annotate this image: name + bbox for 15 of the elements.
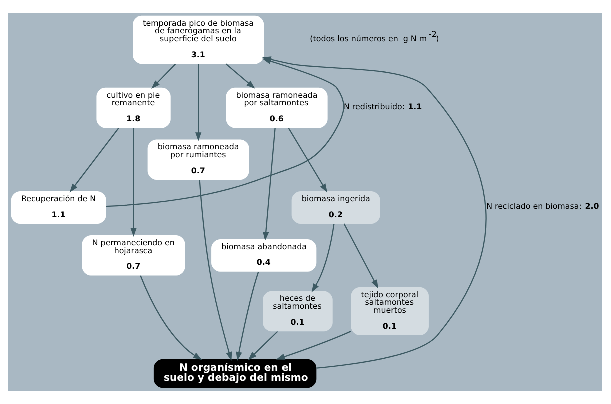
arrow [276, 331, 352, 360]
node-box: N organísmico en el suelo y debajo del mismo [154, 359, 317, 388]
arrow [344, 224, 379, 289]
arrow [236, 272, 260, 361]
arrow [263, 128, 276, 242]
arrow [312, 224, 335, 293]
arrow [196, 64, 202, 142]
arrow [248, 331, 278, 360]
arrow [152, 64, 176, 90]
arrow [288, 128, 328, 193]
arrow [226, 64, 256, 89]
arrow [70, 128, 120, 193]
arrow [199, 180, 232, 361]
arrow [130, 128, 137, 238]
arrow [140, 276, 202, 360]
